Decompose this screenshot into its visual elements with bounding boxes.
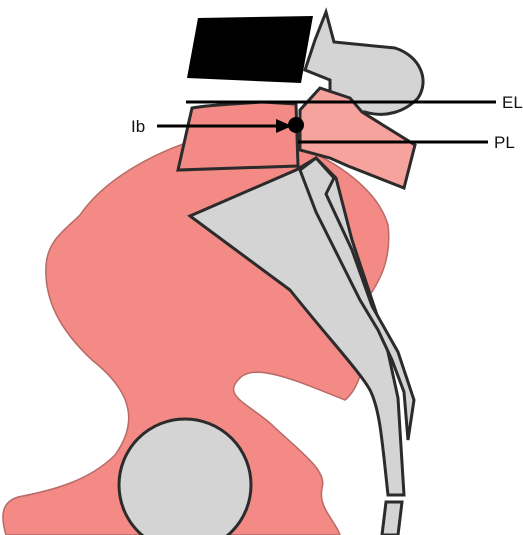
label-ib: Ib: [131, 117, 145, 136]
coccyx: [382, 502, 402, 535]
sacral-endplate: [178, 102, 298, 170]
label-el: EL: [502, 93, 523, 112]
upper-vertebra: [187, 16, 313, 83]
landmark-point: [288, 117, 304, 133]
label-pl: PL: [494, 133, 515, 152]
femoral-head: [119, 419, 251, 535]
